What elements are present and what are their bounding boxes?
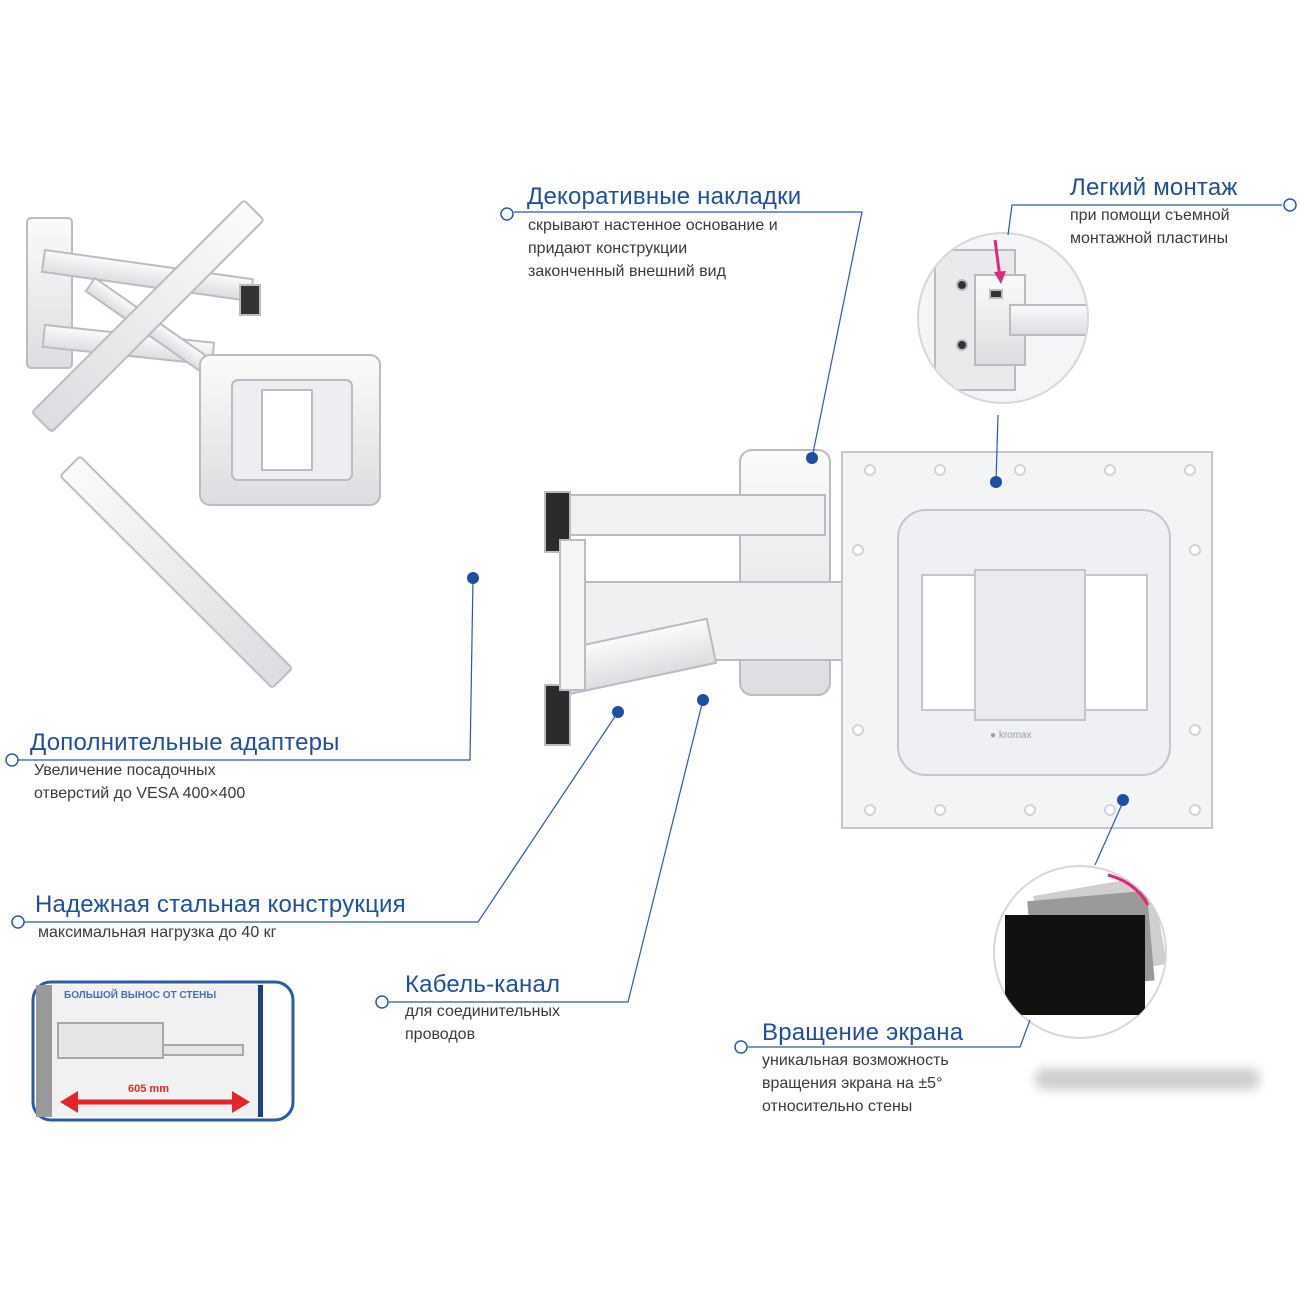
- wall-distance-inset: [31, 980, 295, 1122]
- callout-adapters-body: Увеличение посадочных отверстий до VESA …: [34, 759, 245, 805]
- text-line: скрывают настенное основание и: [528, 217, 778, 234]
- callout-adapters-title: Дополнительные адаптеры: [30, 729, 340, 756]
- callout-decorative-body: скрывают настенное основание и придают к…: [528, 214, 778, 283]
- brand-logo: ● kromax: [990, 730, 1032, 741]
- inset-title: БОЛЬШОЙ ВЫНОС ОТ СТЕНЫ: [64, 990, 217, 1001]
- text-line: максимальная нагрузка до 40 кг: [38, 924, 277, 941]
- callout-rotation-body: уникальная возможность вращения экрана н…: [762, 1049, 949, 1118]
- easy-mount-inset-image: [917, 232, 1089, 404]
- screen-rotation-inset-image: [993, 865, 1167, 1039]
- text-line: придают конструкции: [528, 240, 688, 257]
- callout-decorative-title: Декоративные накладки: [527, 183, 802, 210]
- callout-circles: [5, 198, 1297, 1054]
- text-line: проводов: [405, 1026, 476, 1043]
- text-line: для соединительных: [405, 1003, 560, 1020]
- callout-easy-mount-title: Легкий монтаж: [1070, 174, 1238, 201]
- inset-distance: 605 mm: [128, 1083, 169, 1095]
- callout-easy-mount-body: при помощи съемной монтажной пластины: [1070, 204, 1230, 250]
- blurred-shadow: [1035, 1068, 1260, 1090]
- mount-with-adapters-image: [26, 200, 381, 688]
- text-line: уникальная возможность: [762, 1052, 949, 1069]
- callout-cable-title: Кабель-канал: [405, 971, 561, 998]
- callout-dots: [467, 452, 1129, 806]
- text-line: отверстий до VESA 400×400: [34, 785, 246, 802]
- vesa-plate-image: [841, 451, 1213, 829]
- callout-rotation-title: Вращение экрана: [762, 1019, 964, 1046]
- text-line: при помощи съемной: [1070, 207, 1230, 224]
- callout-steel-title: Надежная стальная конструкция: [35, 891, 406, 918]
- callout-steel-body: максимальная нагрузка до 40 кг: [38, 921, 277, 944]
- main-arm-image: [544, 449, 861, 746]
- leader-lines: [18, 204, 1282, 1048]
- callout-cable-body: для соединительных проводов: [405, 1000, 560, 1046]
- text-line: Увеличение посадочных: [34, 762, 216, 779]
- text-line: относительно стены: [762, 1098, 913, 1115]
- text-line: монтажной пластины: [1070, 230, 1229, 247]
- text-line: законченный внешний вид: [528, 263, 726, 280]
- text-line: вращения экрана на ±5°: [762, 1075, 943, 1092]
